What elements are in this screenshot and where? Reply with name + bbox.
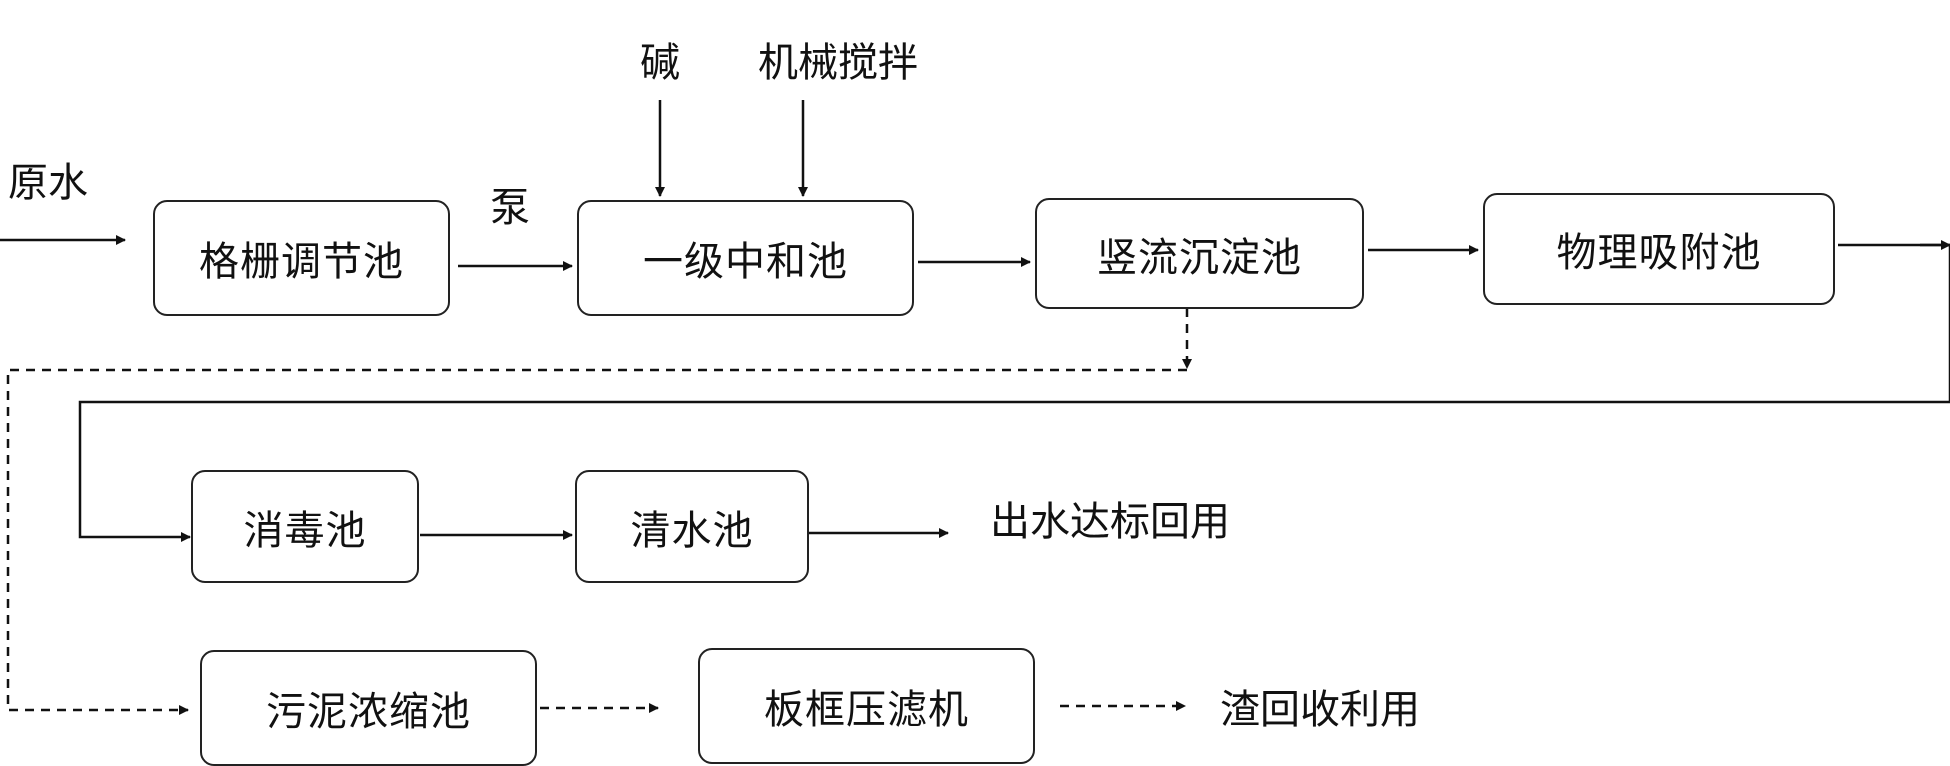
disinfection-tank-box: 消毒池: [191, 470, 419, 583]
sludge-thickening-tank-label: 污泥浓缩池: [266, 689, 471, 735]
physical-adsorption-tank-box: 物理吸附池: [1483, 193, 1835, 305]
grid-regulating-tank-box: 格栅调节池: [153, 200, 450, 316]
plate-frame-filter-press-label: 板框压滤机: [764, 687, 969, 733]
plate-frame-filter-press-box: 板框压滤机: [698, 648, 1035, 764]
sludge-thickening-tank-box: 污泥浓缩池: [200, 650, 537, 766]
clear-water-tank-box: 清水池: [575, 470, 809, 583]
mechanical-stirring-label: 机械搅拌: [758, 40, 918, 86]
residue-recycling-label: 渣回收利用: [1220, 687, 1420, 733]
grid-regulating-tank-label: 格栅调节池: [199, 239, 404, 285]
dashed-arrow-sludge-to-thickening: [6, 368, 1187, 715]
pump-label: 泵: [490, 185, 530, 231]
vertical-sedimentation-tank-box: 竖流沉淀池: [1035, 198, 1364, 309]
alkali-label: 碱: [640, 40, 680, 86]
raw-water-label: 原水: [8, 160, 88, 206]
disinfection-tank-label: 消毒池: [243, 507, 367, 554]
clear-water-tank-label: 清水池: [630, 507, 754, 554]
vertical-sedimentation-tank-label: 竖流沉淀池: [1097, 234, 1302, 281]
effluent-reuse-label: 出水达标回用: [990, 499, 1230, 545]
primary-neutralization-tank-box: 一级中和池: [577, 200, 914, 316]
primary-neutralization-tank-label: 一级中和池: [643, 239, 848, 285]
physical-adsorption-tank-label: 物理吸附池: [1556, 230, 1762, 276]
